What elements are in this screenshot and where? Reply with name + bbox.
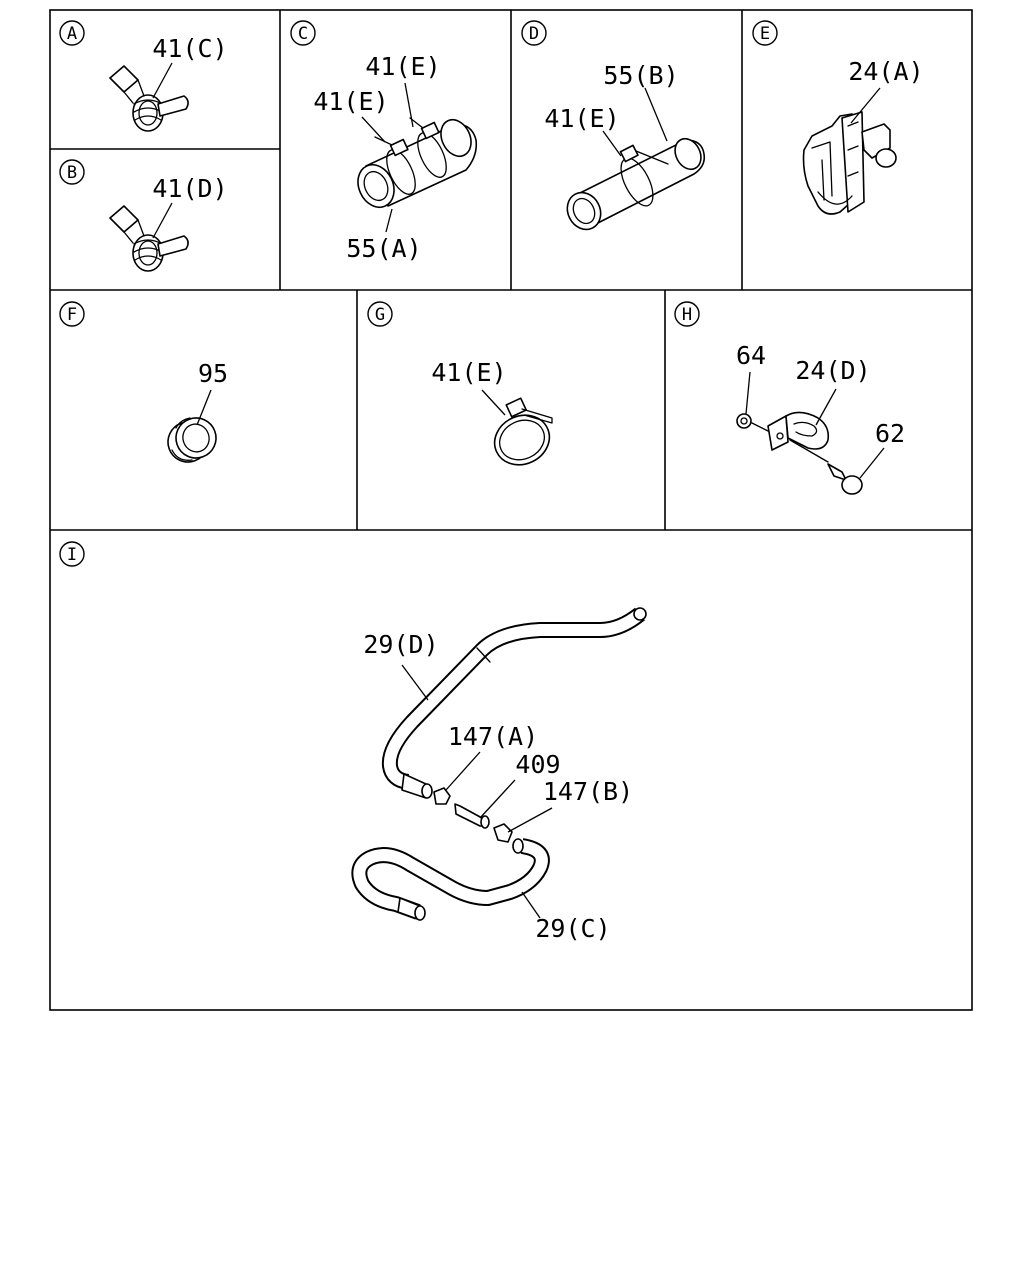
panel-a-letter: A [67,24,77,44]
panel-c-badge: C [290,20,316,46]
panel-c-hose-with-clamps [357,82,478,233]
panel-f-badge: F [59,301,85,327]
panel-b-spring-clip [109,202,189,272]
panel-f-ring [167,389,217,463]
label-29d: 29(D) [363,630,438,659]
label-41e-d: 41(E) [544,104,619,133]
label-409: 409 [515,750,560,779]
panel-g-band-clamp [481,389,553,466]
label-62: 62 [875,419,905,448]
panel-d-hose-with-clamp [566,87,706,231]
label-24a: 24(A) [848,57,923,86]
panel-f-letter: F [67,305,77,325]
label-95: 95 [198,359,228,388]
panel-i-joint-409 [454,803,490,829]
panel-i-fitting-147b [493,823,513,843]
panel-d-badge: D [521,20,547,46]
panel-i-leaders [401,664,553,919]
panel-b-badge: B [59,159,85,185]
panel-g-letter: G [375,305,385,325]
panel-i-badge: I [59,541,85,567]
panel-i-letter: I [67,545,77,565]
label-41c: 41(C) [152,34,227,63]
label-24d: 24(D) [795,356,870,385]
panel-e-bracket [802,87,897,215]
panel-d-letter: D [529,24,539,44]
panel-c-letter: C [298,24,308,44]
panel-e-badge: E [752,20,778,46]
label-147b: 147(B) [543,777,633,806]
panel-b-letter: B [67,163,77,183]
panel-e-letter: E [760,24,770,44]
label-41e-c-lower: 41(E) [313,87,388,116]
panel-h-letter: H [682,305,692,325]
panel-a-badge: A [59,20,85,46]
panel-g-badge: G [367,301,393,327]
label-64: 64 [736,341,766,370]
panel-frames [49,9,973,1011]
label-55a: 55(A) [346,234,421,263]
label-147a: 147(A) [448,722,538,751]
panel-i-hose-29c [351,838,550,921]
panel-h-badge: H [674,301,700,327]
panel-h-clip-assembly [736,371,885,495]
label-55b: 55(B) [603,61,678,90]
label-41d: 41(D) [152,174,227,203]
panel-i-hose-29d [381,607,647,799]
label-41e-g: 41(E) [431,358,506,387]
label-41e-c-upper: 41(E) [365,52,440,81]
panel-i-fitting-147a [433,787,451,805]
panel-a-spring-clip [109,62,189,132]
label-29c: 29(C) [535,914,610,943]
